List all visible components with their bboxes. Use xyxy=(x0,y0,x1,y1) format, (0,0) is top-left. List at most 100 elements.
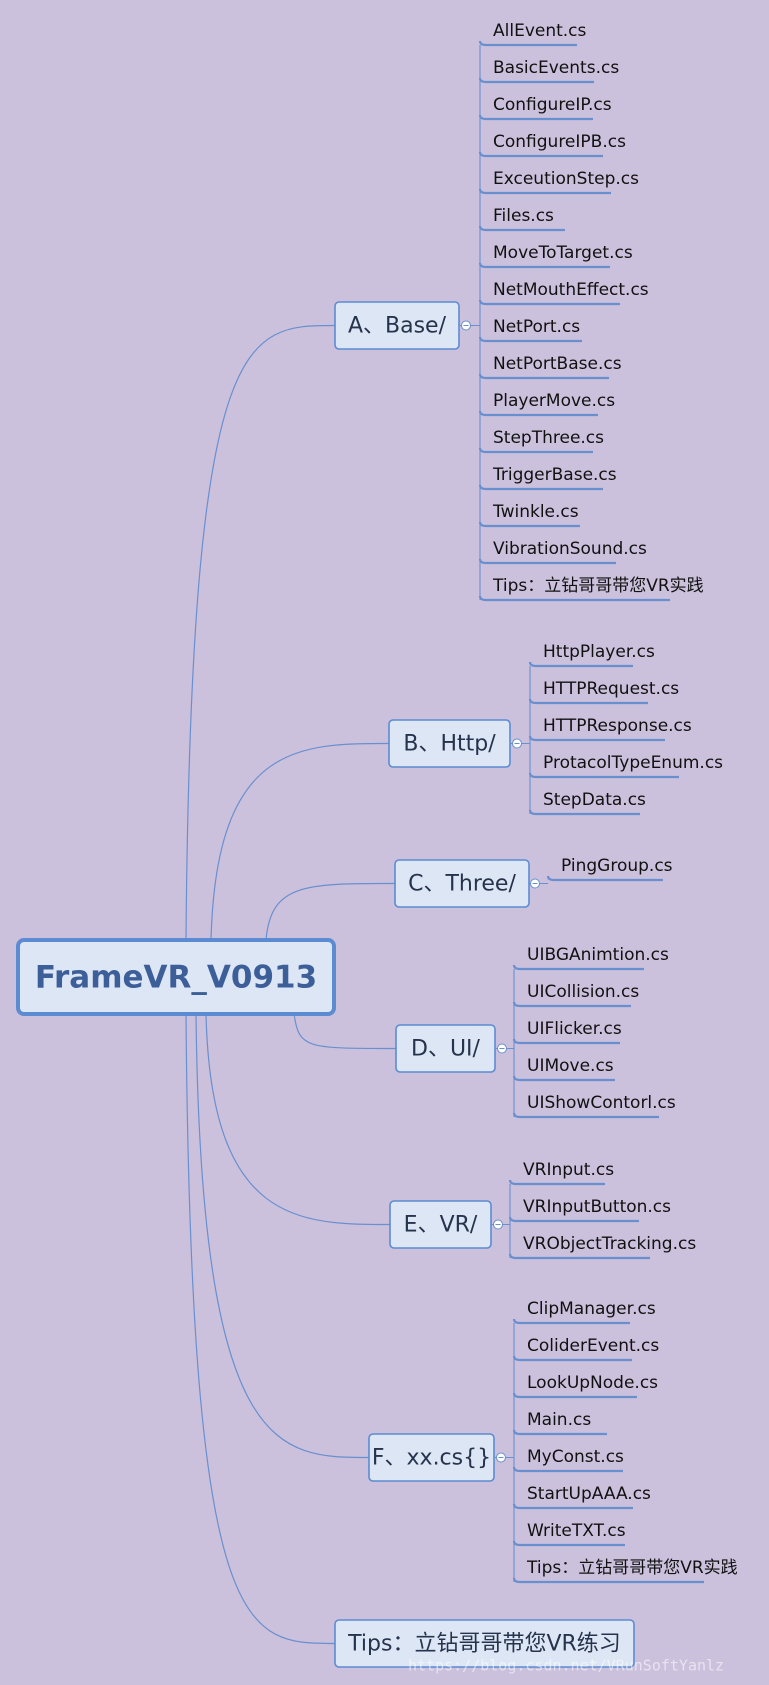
connector-root-to-branch xyxy=(185,1013,336,1645)
root-label: FrameVR_V0913 xyxy=(35,960,317,996)
leaf-underline xyxy=(512,1001,631,1008)
connector-root-to-branch xyxy=(210,742,390,941)
leaf-item[interactable]: LookUpNode.cs xyxy=(512,1373,658,1399)
collapse-toggle-icon[interactable] xyxy=(496,1452,506,1463)
leaf-item[interactable]: Tips：立钻哥哥带您VR实践 xyxy=(478,576,704,602)
collapse-toggle-icon[interactable] xyxy=(497,1043,507,1054)
leaf-underline xyxy=(478,595,670,602)
leaf-underline xyxy=(478,484,603,491)
leaf-underline xyxy=(478,521,580,528)
leaf-item[interactable]: TriggerBase.cs xyxy=(478,465,617,491)
leaf-underline xyxy=(478,114,593,121)
collapse-toggle-icon[interactable] xyxy=(530,878,540,889)
leaf-underline xyxy=(478,40,577,47)
leaf-underline xyxy=(508,1253,650,1260)
leaf-item[interactable]: NetPortBase.cs xyxy=(478,354,622,380)
leaf-item[interactable]: ConfigureIPB.cs xyxy=(478,132,626,158)
branch-node[interactable]: D、UI/ xyxy=(395,1024,496,1073)
leaf-label: UIBGAnimtion.cs xyxy=(527,945,669,965)
watermark-text: https://blog.csdn.net/VRunSoftYanlz xyxy=(408,1657,724,1675)
connector-root-to-branch xyxy=(293,1013,397,1050)
leaf-item[interactable]: HTTPResponse.cs xyxy=(528,716,692,742)
leaf-item[interactable]: HTTPRequest.cs xyxy=(528,679,679,705)
leaf-underline xyxy=(512,1577,704,1584)
leaf-item[interactable]: StepData.cs xyxy=(528,790,646,816)
leaf-item[interactable]: PingGroup.cs xyxy=(546,856,673,882)
leaf-underline xyxy=(546,875,663,882)
connector-root-to-branch xyxy=(205,1013,391,1226)
leaf-underline xyxy=(512,964,644,971)
leaf-item[interactable]: Twinkle.cs xyxy=(478,502,580,528)
leaf-item[interactable]: UIBGAnimtion.cs xyxy=(512,945,669,971)
connector-root-to-branch xyxy=(265,882,396,941)
leaf-underline xyxy=(512,1038,620,1045)
leaf-item[interactable]: UICollision.cs xyxy=(512,982,639,1008)
leaf-item[interactable]: ClipManager.cs xyxy=(512,1299,656,1325)
leaf-label: ColiderEvent.cs xyxy=(527,1336,659,1356)
branch-node[interactable]: E、VR/ xyxy=(389,1200,492,1249)
branch-label: B、Http/ xyxy=(403,732,496,757)
branch-node[interactable]: B、Http/ xyxy=(388,719,511,768)
leaf-item[interactable]: PlayerMove.cs xyxy=(478,391,615,417)
leaf-item[interactable]: StepThree.cs xyxy=(478,428,604,454)
collapse-toggle-icon[interactable] xyxy=(512,738,522,749)
leaf-label: NetMouthEffect.cs xyxy=(493,280,649,300)
leaf-label: UICollision.cs xyxy=(527,982,639,1002)
leaf-underline xyxy=(528,809,640,816)
branch-node[interactable]: F、xx.cs{} xyxy=(368,1433,495,1482)
leaf-item[interactable]: Files.cs xyxy=(478,206,565,232)
leaf-item[interactable]: VibrationSound.cs xyxy=(478,539,647,565)
leaf-item[interactable]: Main.cs xyxy=(512,1410,607,1436)
leaf-item[interactable]: VRObjectTracking.cs xyxy=(508,1234,696,1260)
leaf-label: Files.cs xyxy=(493,206,554,226)
leaf-underline xyxy=(512,1075,615,1082)
leaf-item[interactable]: NetPort.cs xyxy=(478,317,582,343)
leaf-label: Tips：立钻哥哥带您VR实践 xyxy=(492,576,704,596)
leaf-label: UIFlicker.cs xyxy=(527,1019,622,1039)
leaf-item[interactable]: UIShowContorl.cs xyxy=(512,1093,676,1119)
leaf-item[interactable]: ExceutionStep.cs xyxy=(478,169,639,195)
leaf-item[interactable]: VRInput.cs xyxy=(508,1160,614,1186)
branch-box xyxy=(334,1619,635,1668)
leaf-underline xyxy=(478,447,593,454)
leaf-label: StepData.cs xyxy=(543,790,646,810)
branch-label: F、xx.cs{} xyxy=(372,1446,491,1471)
leaf-label: StepThree.cs xyxy=(493,428,604,448)
branch-label: Tips：立钻哥哥带您VR练习 xyxy=(347,1632,621,1657)
leaf-item[interactable]: ConfigureIP.cs xyxy=(478,95,612,121)
leaf-item[interactable]: Tips：立钻哥哥带您VR实践 xyxy=(512,1558,738,1584)
leaf-label: TriggerBase.cs xyxy=(492,465,617,485)
leaf-underline xyxy=(512,1466,623,1473)
branch-node[interactable]: C、Three/ xyxy=(394,859,530,908)
leaf-label: ProtacolTypeEnum.cs xyxy=(543,753,723,773)
leaf-item[interactable]: UIFlicker.cs xyxy=(512,1019,622,1045)
leaf-item[interactable]: ProtacolTypeEnum.cs xyxy=(528,753,723,779)
leaf-item[interactable]: HttpPlayer.cs xyxy=(528,642,655,668)
branch-node[interactable]: A、Base/ xyxy=(334,301,460,350)
leaf-item[interactable]: NetMouthEffect.cs xyxy=(478,280,649,306)
leaf-item[interactable]: ColiderEvent.cs xyxy=(512,1336,659,1362)
leaf-underline xyxy=(478,225,565,232)
leaf-underline xyxy=(478,410,598,417)
leaf-label: BasicEvents.cs xyxy=(493,58,619,78)
leaf-underline xyxy=(528,661,633,668)
leaf-item[interactable]: BasicEvents.cs xyxy=(478,58,619,84)
leaf-underline xyxy=(478,151,603,158)
leaf-item[interactable]: VRInputButton.cs xyxy=(508,1197,671,1223)
leaf-item[interactable]: UIMove.cs xyxy=(512,1056,615,1082)
leaf-underline xyxy=(528,735,665,742)
leaf-underline xyxy=(478,373,609,380)
collapse-toggle-icon[interactable] xyxy=(461,320,471,331)
leaf-item[interactable]: MoveToTarget.cs xyxy=(478,243,633,269)
leaf-underline xyxy=(512,1392,637,1399)
leaf-item[interactable]: AllEvent.cs xyxy=(478,21,587,47)
leaf-underline xyxy=(512,1112,659,1119)
root-node[interactable]: FrameVR_V0913 xyxy=(16,938,336,1016)
leaf-underline xyxy=(512,1318,630,1325)
branch-node[interactable]: Tips：立钻哥哥带您VR练习 xyxy=(334,1619,635,1668)
leaf-item[interactable]: StartUpAAA.cs xyxy=(512,1484,651,1510)
leaf-item[interactable]: MyConst.cs xyxy=(512,1447,624,1473)
collapse-toggle-icon[interactable] xyxy=(493,1219,503,1230)
leaf-item[interactable]: WriteTXT.cs xyxy=(512,1521,626,1547)
leaf-label: MyConst.cs xyxy=(527,1447,624,1467)
